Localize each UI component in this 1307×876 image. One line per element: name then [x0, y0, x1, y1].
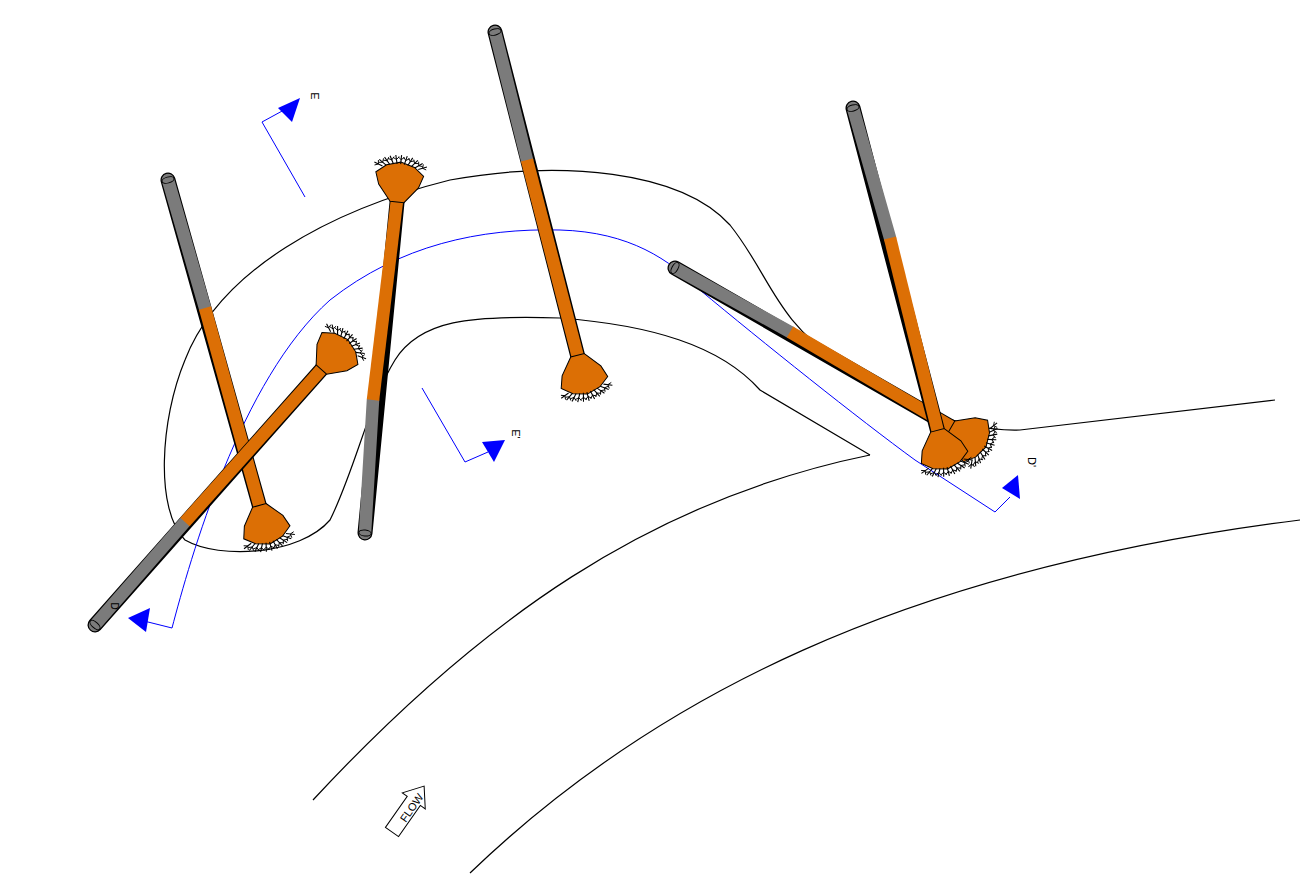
section-line [140, 230, 1010, 628]
left-bank [313, 455, 870, 800]
flow-label: FLOW [398, 792, 425, 824]
section-line [262, 110, 305, 197]
bar-outline [164, 170, 1275, 551]
section-arrow [128, 608, 150, 632]
log [846, 104, 940, 440]
rootwad [302, 317, 373, 387]
section-arrow [482, 440, 505, 462]
log [488, 28, 580, 365]
section-line [422, 388, 488, 462]
section-arrow [278, 98, 300, 122]
rootwad [552, 349, 615, 408]
section-label: D' [1026, 457, 1037, 467]
log [88, 362, 328, 631]
flow-arrow [381, 778, 436, 840]
right-bank [470, 520, 1300, 873]
rootwad [912, 424, 975, 483]
section-label: D [109, 602, 119, 609]
section-label: E' [510, 429, 521, 438]
rootwad [234, 498, 298, 558]
section-label: E [309, 92, 320, 99]
log [359, 192, 398, 537]
section-arrow [1002, 475, 1020, 499]
rootwad [371, 153, 428, 205]
